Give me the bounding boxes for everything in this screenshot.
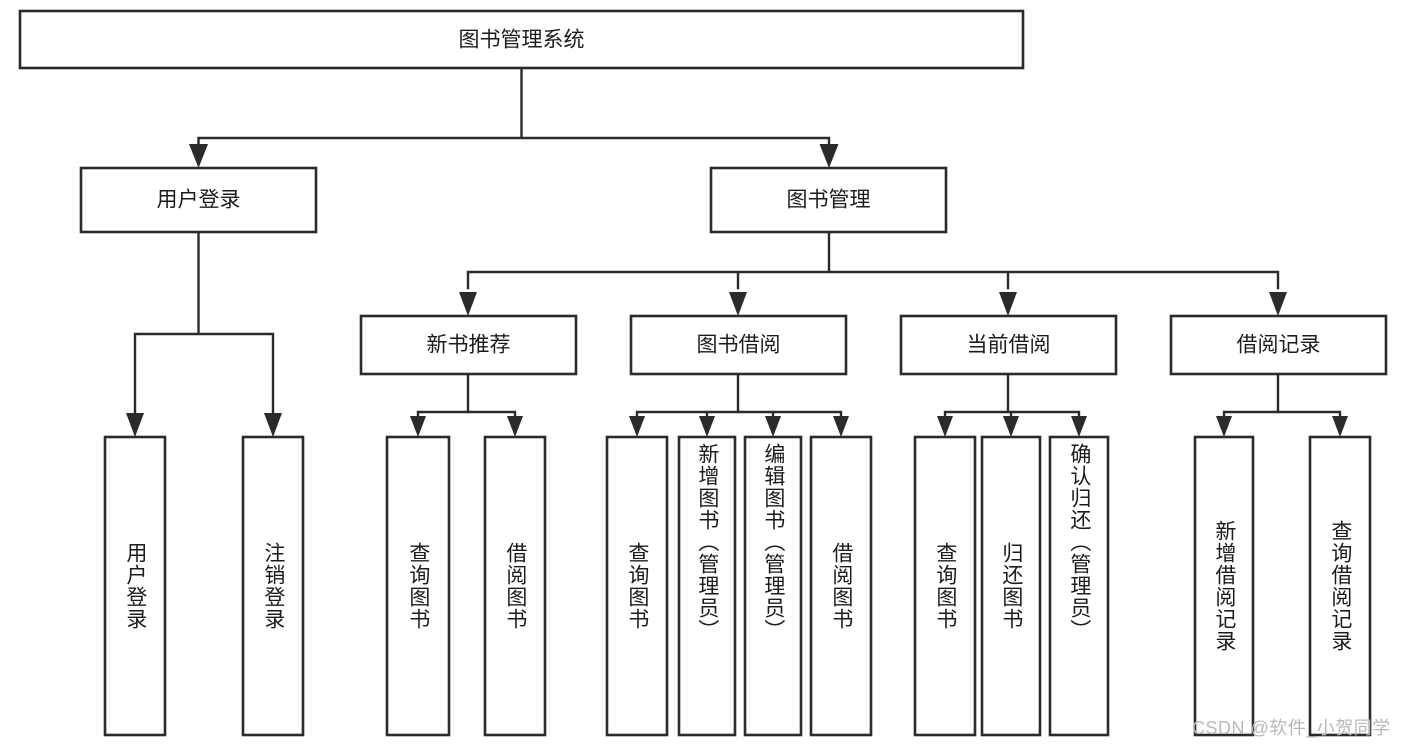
node-borrow-record-box[interactable] [1169,314,1388,376]
node-book-borrow-label: 图书借阅 [697,334,781,357]
node-user-login-label: 用户登录 [157,189,241,212]
leaf-borrow-book-1-box[interactable] [483,435,547,737]
arrow-to-leaf-add-borrow-record [1216,416,1232,437]
leaf-add-book-box[interactable] [677,435,737,737]
connector-borrowrecord-to-leaves [1222,372,1342,422]
node-current-borrow[interactable]: 当前借阅 [899,314,1118,376]
leaf-query-book-3-box[interactable] [913,435,977,737]
node-current-borrow-label: 当前借阅 [967,334,1051,357]
connector-bookmgmt-to-level3 [466,230,1280,290]
arrow-to-leaf-query-borrow-record [1332,416,1348,437]
arrow-to-leaf-query-book-1 [410,416,426,437]
leaf-return-book-box[interactable] [980,435,1042,737]
node-borrow-record-label: 借阅记录 [1237,334,1321,357]
node-book-borrow-box[interactable] [629,314,848,376]
node-book-management-label: 图书管理 [787,189,871,212]
csdn-watermark: CSDN @软件_小贺同学 [1192,718,1391,738]
connector-layer [126,66,1348,437]
node-borrow-record[interactable]: 借阅记录 [1169,314,1388,376]
arrow-to-borrow-record [1269,292,1287,316]
leaf-query-borrow-record-box[interactable] [1308,435,1372,737]
leaf-confirm-return-box[interactable] [1048,435,1110,737]
leaf-query-book-2-box[interactable] [605,435,669,737]
leaf-edit-book-box[interactable] [743,435,803,737]
arrow-to-leaf-logout-login [264,413,282,437]
leaf-logout-login-box[interactable] [241,435,305,737]
node-root-label: 图书管理系统 [459,29,585,52]
arrow-to-leaf-borrow-book-1 [507,416,523,437]
arrow-to-book-borrow [729,292,747,316]
node-book-management-box[interactable] [709,166,948,234]
arrow-to-leaf-query-book-2 [629,416,645,437]
node-current-borrow-box[interactable] [899,314,1118,376]
arrow-to-leaf-add-book [699,416,715,437]
leaf-query-book-1-box[interactable] [385,435,451,737]
node-new-book-recommend-box[interactable] [359,314,578,376]
arrow-to-leaf-return-book [1003,416,1019,437]
arrow-to-book-management [819,144,839,168]
node-root-box[interactable] [18,9,1025,70]
arrow-to-leaf-edit-book [765,416,781,437]
node-new-book-recommend[interactable]: 新书推荐 [359,314,578,376]
leaf-add-borrow-record-box[interactable] [1193,435,1255,737]
arrow-to-leaf-confirm-return [1071,416,1087,437]
node-book-borrow[interactable]: 图书借阅 [629,314,848,376]
arrow-to-user-login [189,144,208,168]
connector-newbook-to-leaves [416,372,517,422]
node-new-book-recommend-label: 新书推荐 [427,334,511,357]
connector-currentborrow-to-leaves [943,372,1081,422]
arrow-to-leaf-user-login [126,413,144,437]
leaf-user-login-box[interactable] [103,435,167,737]
arrow-to-leaf-query-book-3 [937,416,953,437]
node-user-login-box[interactable] [79,166,318,234]
node-book-management[interactable]: 图书管理 [709,166,948,234]
arrow-to-leaf-borrow-book-2 [833,416,849,437]
connector-root-to-level2 [197,66,831,154]
arrow-to-new-book-recommend [459,292,477,316]
arrow-to-current-borrow [999,292,1017,316]
node-layer: 图书管理系统 用户登录 图书管理 新书推荐 图书借阅 [18,9,1388,737]
connector-userlogin-to-leaves [133,230,275,422]
node-root[interactable]: 图书管理系统 [18,9,1025,70]
leaf-borrow-book-2-box[interactable] [809,435,873,737]
node-user-login[interactable]: 用户登录 [79,166,318,234]
connector-bookborrow-to-leaves [635,372,843,422]
